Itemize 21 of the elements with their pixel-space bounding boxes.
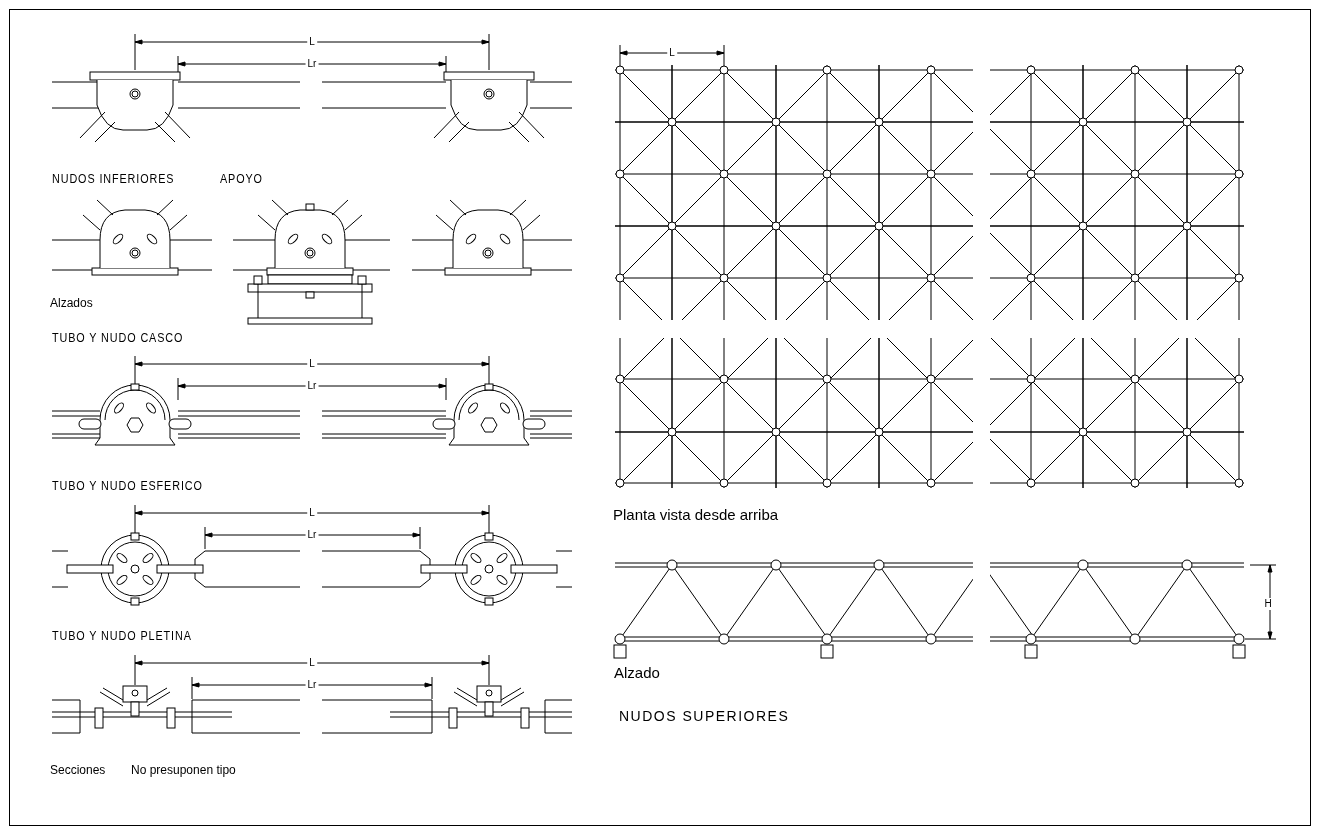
caption-text: TUBO Y NUDO PLETINA	[52, 629, 192, 643]
dimension-label: L	[307, 657, 317, 669]
caption-text: NUDOS SUPERIORES	[619, 708, 790, 724]
dimension-label: L	[307, 507, 317, 519]
dimension-label: L	[307, 358, 317, 370]
dimension-label: L	[667, 47, 677, 59]
caption-text: Alzados	[50, 296, 93, 310]
dimension-label: L	[307, 36, 317, 48]
caption-text: No presuponen tipo	[131, 763, 236, 777]
caption-text: Secciones	[50, 763, 106, 777]
dimension-label: Lr	[305, 58, 319, 70]
caption-text: Alzado	[614, 664, 660, 682]
caption-text: NUDOS INFERIORES	[52, 172, 175, 186]
dimension-label: Lr	[305, 529, 319, 541]
dimension-label: Lr	[305, 679, 319, 691]
caption-text: Planta vista desde arriba	[613, 506, 779, 524]
caption-text: TUBO Y NUDO CASCO	[52, 331, 184, 345]
dimension-label: H	[1262, 598, 1274, 610]
dimension-label: Lr	[305, 380, 319, 392]
caption-text: APOYO	[220, 172, 263, 186]
caption-text: TUBO Y NUDO ESFERICO	[52, 479, 203, 493]
